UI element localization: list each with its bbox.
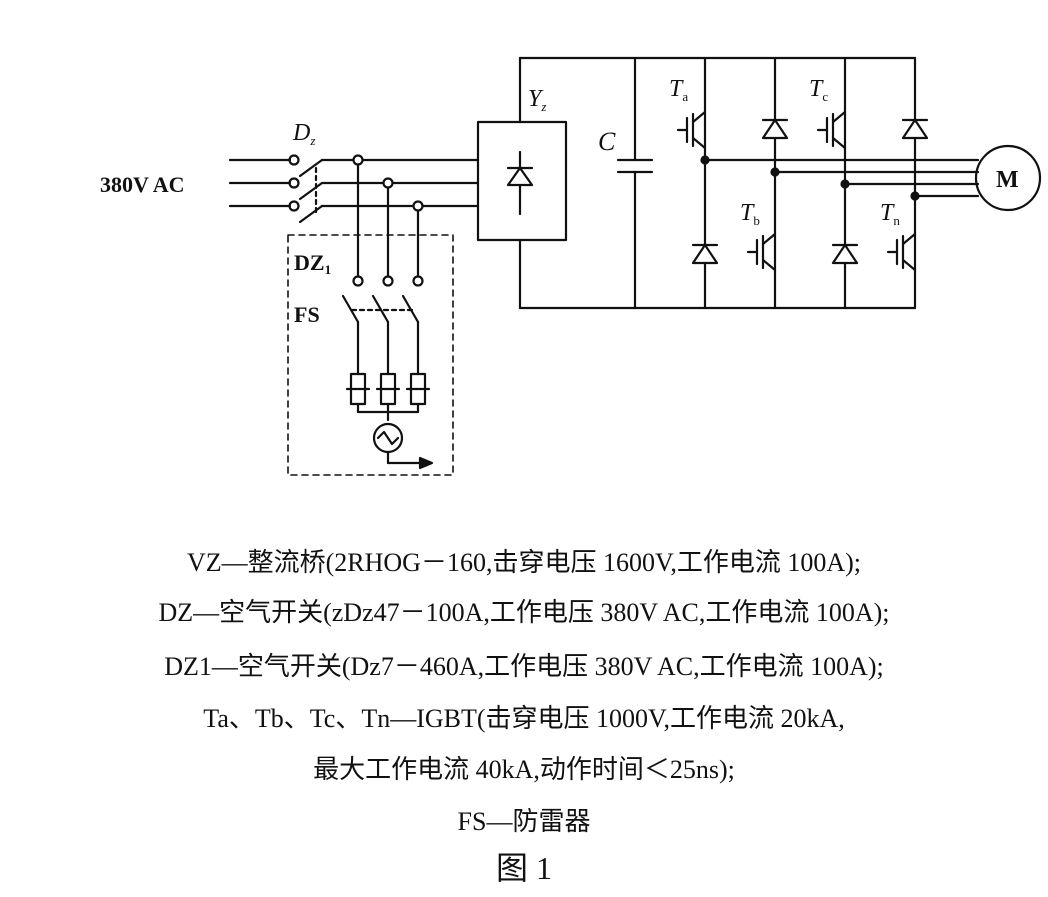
legend-line-1: VZ—整流桥(2RHOG－160,击穿电压 1600V,工作电流 100A); — [186, 548, 862, 577]
motor-symbol — [974, 144, 1042, 212]
dz1-label-main: DZ — [294, 250, 325, 275]
igbt-tc — [816, 110, 847, 150]
igbt-tb — [746, 232, 777, 272]
igbt-ta — [676, 110, 707, 150]
legend-line-5: 最大工作电流 40kA,动作时间＜25ns); — [313, 755, 735, 784]
input-lines — [228, 158, 480, 208]
ac-input-label: 380V AC — [100, 172, 185, 197]
yz-label-sub: z — [540, 99, 546, 114]
surge-arresters — [345, 372, 434, 470]
tb-label: Tb — [740, 200, 760, 228]
legend-line-2: DZ—空气开关(zDz47－100A,工作电压 380V AC,工作电流 100… — [158, 598, 890, 627]
igbt-tn — [886, 232, 917, 272]
figure-title: 图 1 — [495, 850, 552, 886]
legend-line-4: Ta、Tb、Tc、Tn—IGBT(击穿电压 1000V,工作电流 20kA, — [203, 704, 845, 733]
breaker-dz — [288, 154, 324, 224]
ta-label-main: T — [669, 76, 684, 102]
legend-line-6: FS—防雷器 — [457, 807, 591, 836]
ta-label-sub: a — [682, 89, 688, 104]
dz1-fs-enclosure — [287, 234, 454, 476]
motor-label: M — [996, 167, 1019, 193]
fs-label: FS — [294, 302, 320, 327]
dz-label: Dz — [292, 120, 315, 148]
legend-line-3: DZ1—空气开关(Dz7－460A,工作电压 380V AC,工作电流 100A… — [164, 652, 884, 681]
ta-label: Ta — [669, 76, 688, 104]
tc-label-main: T — [809, 76, 824, 102]
tn-label: Tn — [880, 200, 900, 228]
tc-label: Tc — [809, 76, 828, 104]
breaker-dz1 — [341, 275, 424, 376]
lower-diodes — [691, 243, 859, 265]
dz1-label-sub: 1 — [325, 262, 332, 277]
tb-label-sub: b — [753, 213, 760, 228]
output-lines — [700, 155, 980, 201]
yz-label-main: Y — [528, 86, 544, 112]
dz-label-main: D — [292, 120, 310, 146]
dz1-label: DZ1 — [294, 250, 331, 277]
upper-diodes — [761, 118, 929, 140]
rectifier-yz — [476, 120, 568, 242]
capacitor-label: C — [598, 127, 616, 156]
surge-taps — [352, 154, 424, 278]
tn-label-sub: n — [893, 213, 900, 228]
tn-label-main: T — [880, 200, 895, 226]
dz-label-sub: z — [309, 133, 315, 148]
yz-label: Yz — [528, 86, 546, 114]
dc-bus — [518, 56, 917, 310]
tb-label-main: T — [740, 200, 755, 226]
tc-label-sub: c — [822, 89, 828, 104]
capacitor-c — [616, 56, 654, 310]
